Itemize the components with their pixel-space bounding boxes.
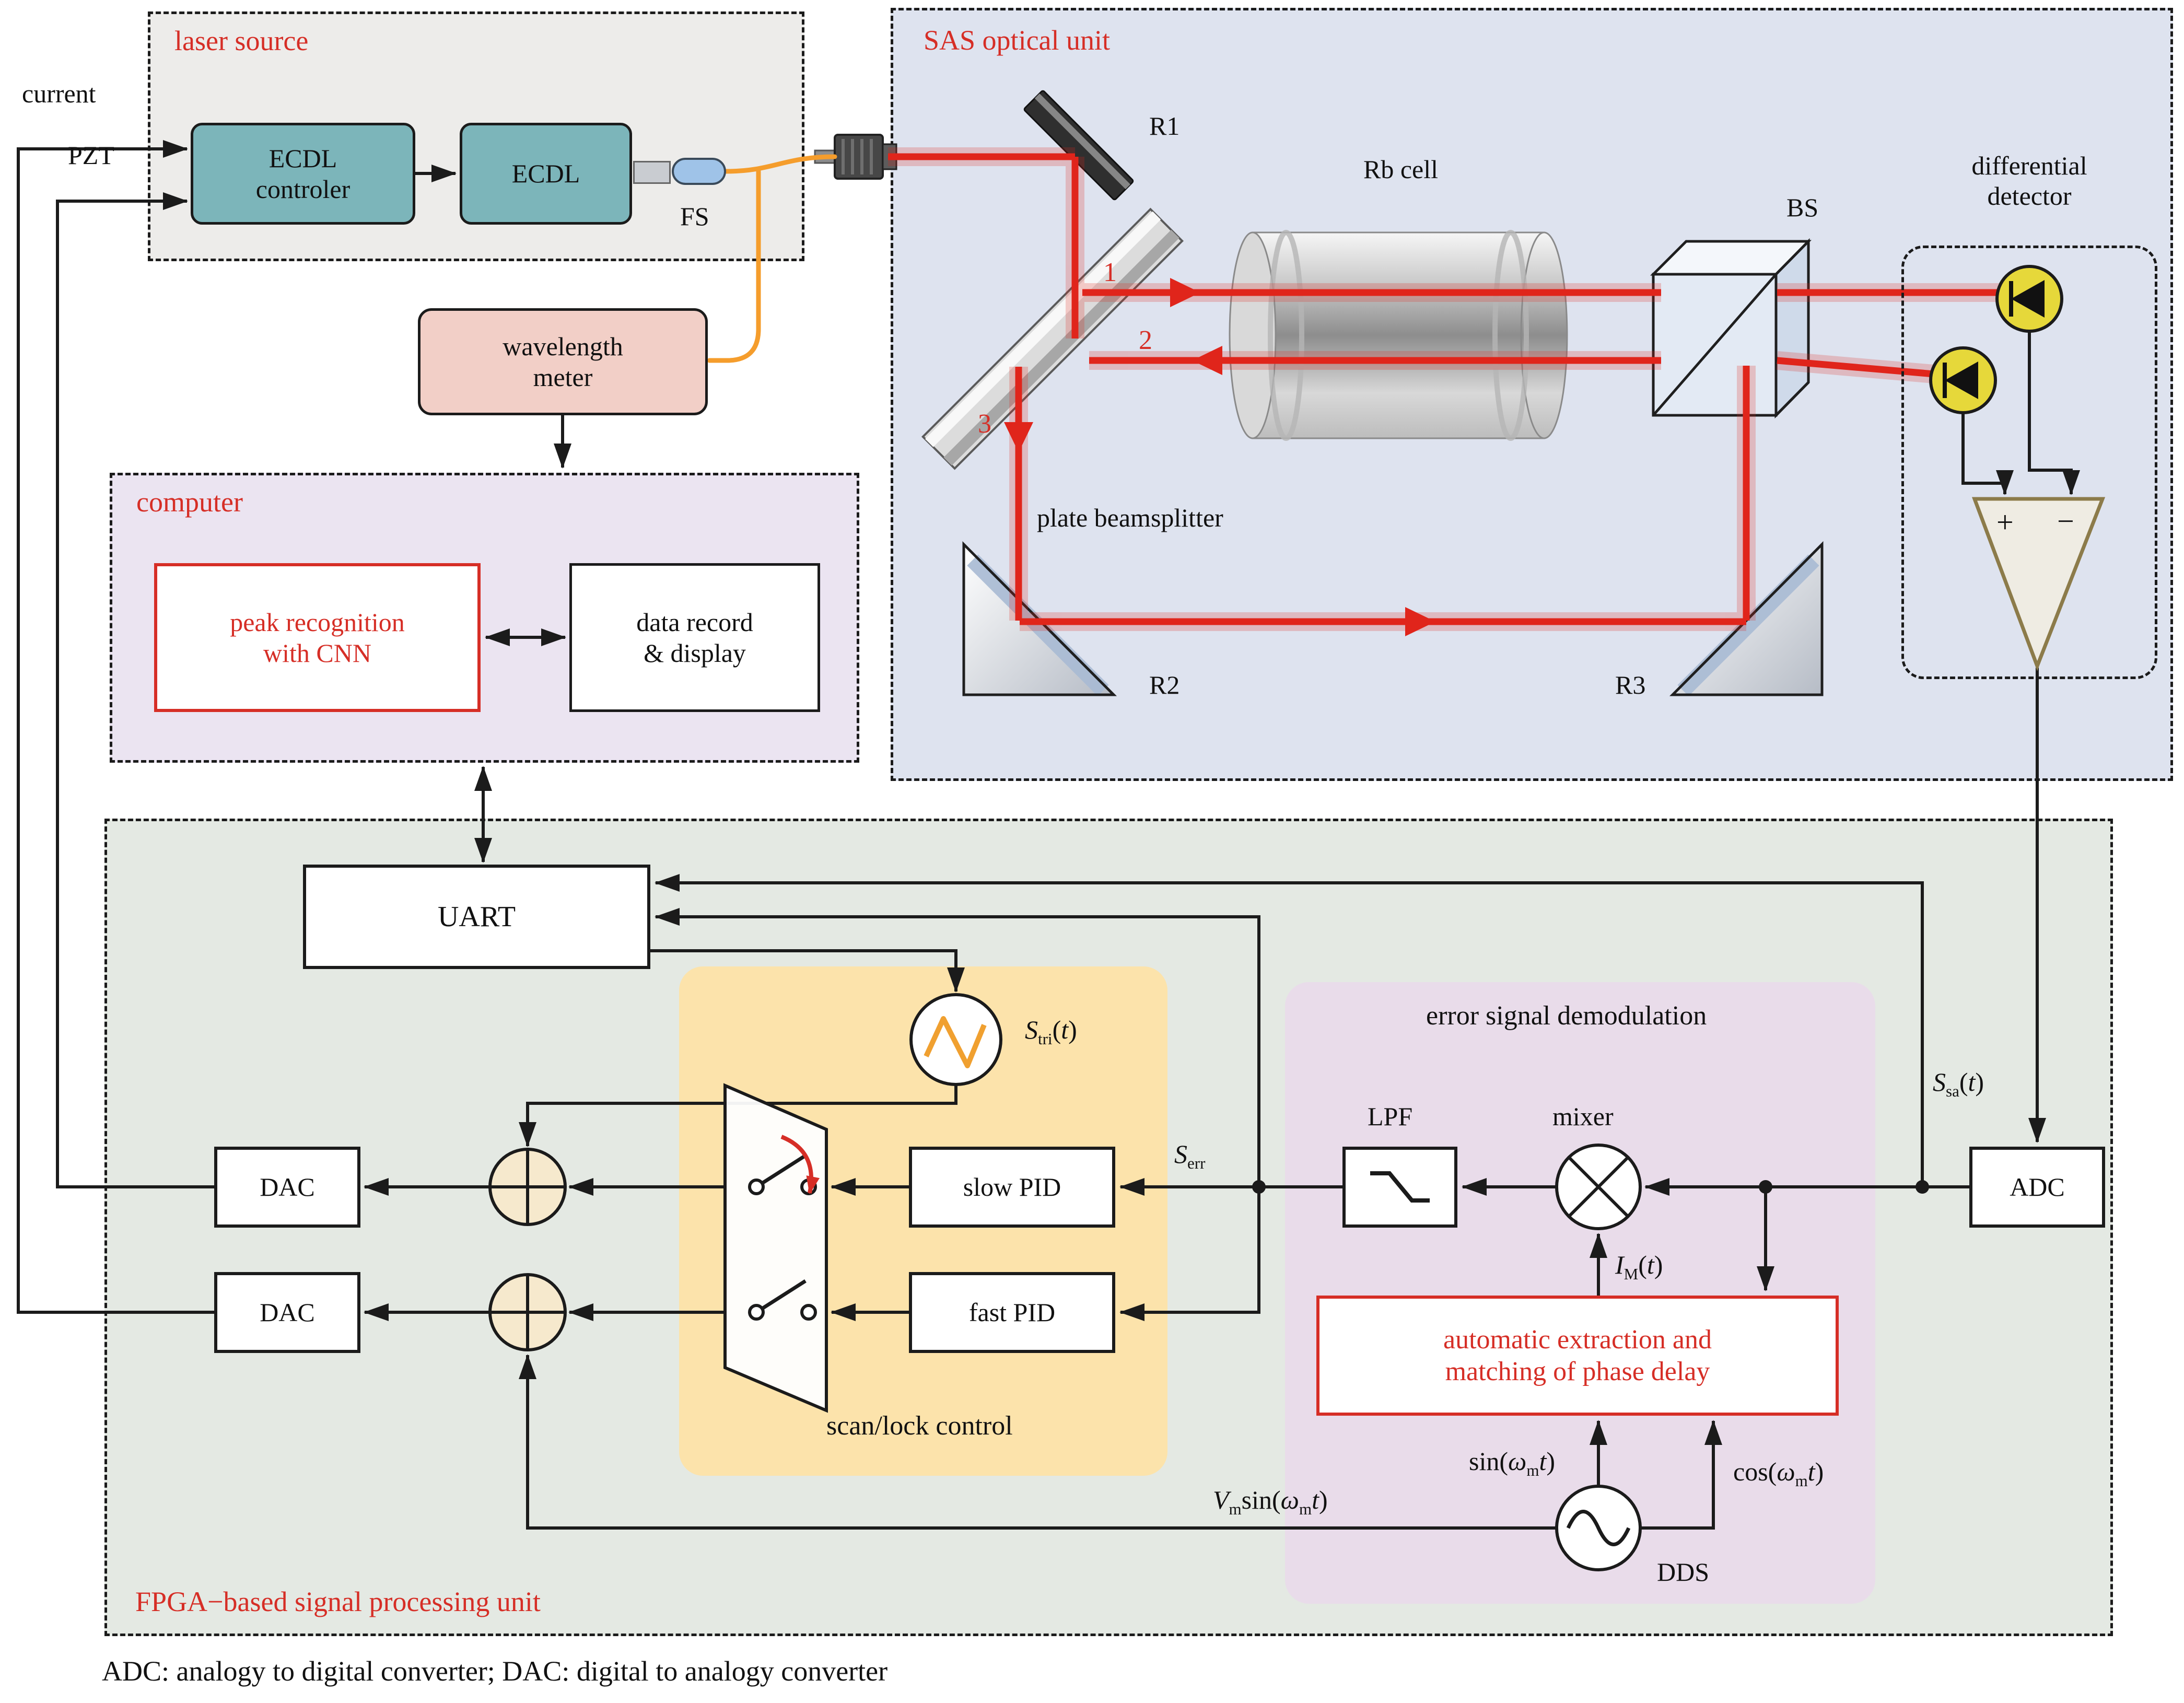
beam3-label: 3 — [978, 409, 991, 439]
lpf-box — [1342, 1147, 1457, 1228]
peak-recognition-box: peak recognition with CNN — [154, 563, 481, 712]
scan-lock-label: scan/lock control — [826, 1411, 1013, 1441]
dds-oscillator — [1555, 1485, 1642, 1571]
ecdl-controller-box: ECDL controler — [191, 123, 415, 225]
mirror-r1 — [1023, 90, 1134, 201]
r1-label: R1 — [1149, 111, 1180, 141]
junction-dots — [1252, 1180, 1929, 1194]
demod-label: error signal demodulation — [1426, 1001, 1707, 1031]
beam-arrowheads — [1004, 278, 1435, 636]
scan-lock-switch — [723, 1083, 828, 1413]
diff-amplifier-triangle — [1971, 497, 2106, 671]
fiber-splitter-component — [672, 158, 726, 185]
s-err-label: Serr — [1174, 1139, 1206, 1172]
beamsplitter-cube — [1650, 238, 1812, 419]
plate-beamsplitter-label: plate beamsplitter — [1037, 503, 1223, 532]
data-record-box: data record & display — [569, 563, 820, 712]
rb-cell-label: Rb cell — [1363, 155, 1439, 184]
fs-label: FS — [680, 202, 709, 231]
beam2-label: 2 — [1139, 325, 1152, 355]
s-tri-label: Stri(t) — [1025, 1015, 1077, 1048]
i-m-label: IM(t) — [1615, 1250, 1663, 1283]
uart-box: UART — [303, 865, 650, 969]
ecdl-box: ECDL — [460, 123, 632, 225]
photodiode-upper — [1995, 265, 2063, 333]
fast-pid-box: fast PID — [909, 1272, 1115, 1353]
current-label: current — [22, 79, 96, 108]
vm-sin-label: Vmsin(ωmt) — [1213, 1485, 1328, 1518]
dds-label: DDS — [1657, 1557, 1710, 1587]
adder-bottom — [488, 1273, 567, 1351]
sin-label: sin(ωmt) — [1469, 1447, 1555, 1479]
mixer-symbol — [1555, 1144, 1642, 1230]
rb-cell — [1229, 230, 1568, 441]
beam1-label: 1 — [1103, 258, 1117, 287]
dac-bottom-box: DAC — [214, 1272, 360, 1353]
bs-label: BS — [1786, 193, 1819, 222]
mixer-label: mixer — [1552, 1102, 1614, 1131]
pzt-label: PZT — [68, 141, 114, 170]
lpf-label: LPF — [1368, 1102, 1413, 1131]
auto-phase-extraction-box: automatic extraction and matching of pha… — [1316, 1296, 1839, 1416]
opamp-plus-label: + — [1996, 505, 2014, 539]
switch-toggle-arrow — [780, 1135, 820, 1194]
optical-fiber — [707, 154, 837, 363]
sas-title: SAS optical unit — [924, 25, 1111, 56]
slow-pid-box: slow PID — [909, 1147, 1115, 1228]
laser-source-title: laser source — [174, 25, 309, 56]
wavelength-meter-box: wavelength meter — [418, 308, 708, 415]
dac-top-box: DAC — [214, 1147, 360, 1228]
computer-title: computer — [136, 486, 243, 518]
triangle-wave-generator — [909, 993, 1002, 1086]
fpga-title: FPGA−based signal processing unit — [135, 1586, 541, 1617]
signal-wires — [17, 140, 2080, 1530]
r2-label: R2 — [1149, 670, 1180, 699]
figure-caption: ADC: analogy to digital converter; DAC: … — [102, 1655, 888, 1687]
ecdl-output-stub — [633, 161, 671, 184]
laser-beams — [888, 147, 2000, 636]
photodiode-lower — [1929, 346, 1997, 414]
lowpass-filter-glyph — [1370, 1171, 1430, 1203]
differential-detector-label: differential detector — [1971, 151, 2087, 211]
adder-top — [488, 1148, 567, 1226]
adc-box: ADC — [1969, 1147, 2105, 1228]
cos-label: cos(ωmt) — [1733, 1457, 1824, 1490]
opamp-minus-label: − — [2057, 504, 2074, 538]
r3-label: R3 — [1615, 670, 1646, 699]
plate-beamsplitter — [921, 207, 1184, 470]
s-sa-label: Ssa(t) — [1933, 1067, 1984, 1100]
differential-detector-outline — [1901, 246, 2157, 679]
